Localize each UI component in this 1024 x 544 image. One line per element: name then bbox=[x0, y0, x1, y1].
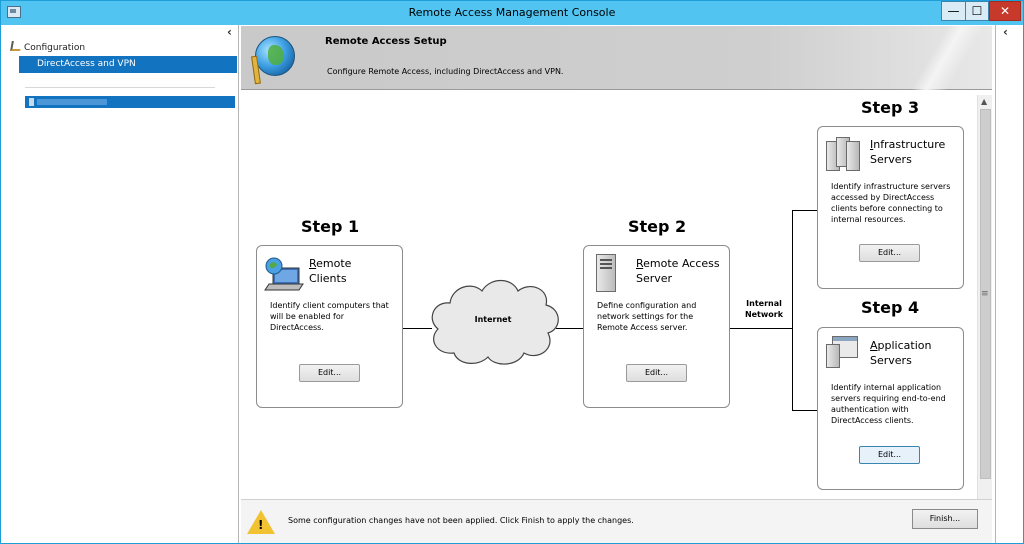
remote-access-server-description: Define configuration and network setting… bbox=[597, 301, 697, 332]
remote-clients-description: Identify client computers that will be e… bbox=[270, 301, 389, 332]
remote-access-server-title-rest: emote Access bbox=[643, 257, 720, 270]
nav-item-server[interactable] bbox=[25, 96, 235, 108]
connector-line bbox=[792, 410, 817, 411]
banner-subtitle: Configure Remote Access, including Direc… bbox=[327, 67, 564, 76]
finish-button[interactable]: Finish... bbox=[912, 509, 978, 529]
infrastructure-servers-card: Infrastructure Servers Identify infrastr… bbox=[817, 126, 964, 289]
edit-application-servers-button[interactable]: Edit... bbox=[859, 446, 920, 464]
application-server-icon bbox=[826, 336, 860, 370]
connector-line bbox=[729, 328, 792, 329]
internet-label: Internet bbox=[474, 315, 512, 324]
vertical-scrollbar[interactable]: ▲ ≡ bbox=[977, 95, 992, 499]
server-small-icon bbox=[29, 98, 34, 106]
nav-section-label: Configuration bbox=[24, 43, 86, 53]
connector-line bbox=[556, 328, 586, 329]
remote-clients-title-line2: Clients bbox=[309, 272, 347, 285]
infrastructure-servers-description: Identify infrastructure servers accessed… bbox=[831, 182, 951, 224]
scrollbar-thumb[interactable] bbox=[980, 109, 991, 479]
edit-infrastructure-servers-button[interactable]: Edit... bbox=[859, 244, 920, 262]
remote-access-server-title: Remote Access Server bbox=[636, 256, 732, 286]
nav-item-directaccess-vpn[interactable]: DirectAccess and VPN bbox=[19, 56, 237, 73]
status-bar: ! Some configuration changes have not be… bbox=[241, 499, 992, 543]
connector-line bbox=[792, 210, 793, 410]
infrastructure-servers-title: Infrastructure Servers bbox=[870, 137, 962, 167]
globe-icon bbox=[255, 36, 295, 76]
application-servers-title-line2: Servers bbox=[870, 354, 912, 367]
close-button[interactable]: ✕ bbox=[989, 1, 1021, 21]
nav-section-configuration[interactable]: Configuration bbox=[10, 41, 86, 53]
remote-clients-title: Remote Clients bbox=[309, 256, 401, 286]
main-pane: Remote Access Setup Configure Remote Acc… bbox=[240, 25, 994, 543]
collapse-nav-button[interactable]: ‹ bbox=[227, 25, 232, 39]
remote-access-server-title-line2: Server bbox=[636, 272, 673, 285]
application-servers-description: Identify internal application servers re… bbox=[831, 383, 946, 425]
connector-line bbox=[402, 328, 432, 329]
redacted-server-name bbox=[37, 99, 107, 105]
scrollbar-grip-icon: ≡ bbox=[981, 289, 989, 299]
servers-icon bbox=[826, 135, 864, 171]
title-bar: Remote Access Management Console — ☐ ✕ bbox=[1, 1, 1023, 25]
setup-diagram: Internet Internal Network Step 1 Remote … bbox=[241, 95, 976, 495]
minimize-button[interactable]: — bbox=[941, 1, 965, 21]
step-4-label: Step 4 bbox=[861, 298, 920, 317]
warning-icon-mark: ! bbox=[258, 518, 264, 532]
remote-access-server-title-first: R bbox=[636, 257, 644, 270]
server-icon bbox=[596, 254, 616, 292]
connector-line bbox=[792, 210, 817, 211]
status-message: Some configuration changes have not been… bbox=[288, 516, 634, 525]
application-servers-title-rest: pplication bbox=[877, 339, 932, 352]
maximize-button[interactable]: ☐ bbox=[965, 1, 989, 21]
internal-network-label-line1: Internal bbox=[746, 299, 782, 308]
edit-remote-access-server-button[interactable]: Edit... bbox=[626, 364, 687, 382]
infrastructure-servers-title-first: I bbox=[870, 138, 874, 151]
remote-clients-card: Remote Clients Identify client computers… bbox=[256, 245, 403, 408]
laptop-network-icon bbox=[264, 257, 304, 291]
internal-network-label: Internal Network bbox=[737, 298, 791, 320]
infrastructure-servers-title-rest: nfrastructure bbox=[873, 138, 946, 151]
warning-icon bbox=[247, 510, 275, 534]
step-3-label: Step 3 bbox=[861, 98, 920, 117]
navigation-pane: ‹ Configuration DirectAccess and VPN bbox=[1, 25, 239, 543]
tools-icon bbox=[10, 41, 22, 51]
banner-title: Remote Access Setup bbox=[325, 36, 447, 47]
edit-remote-clients-button[interactable]: Edit... bbox=[299, 364, 360, 382]
internal-network-label-line2: Network bbox=[744, 310, 784, 319]
console-app-icon[interactable] bbox=[7, 6, 21, 18]
actions-pane: ‹ bbox=[995, 25, 1023, 543]
internet-cloud-icon bbox=[431, 279, 559, 365]
step-2-label: Step 2 bbox=[628, 217, 687, 236]
nav-divider bbox=[25, 87, 215, 88]
application-servers-card: Application Servers Identify internal ap… bbox=[817, 327, 964, 490]
application-servers-title: Application Servers bbox=[870, 338, 962, 368]
collapse-actions-button[interactable]: ‹ bbox=[1003, 25, 1008, 39]
infrastructure-servers-title-line2: Servers bbox=[870, 153, 912, 166]
window-title: Remote Access Management Console bbox=[408, 6, 616, 19]
setup-banner: Remote Access Setup Configure Remote Acc… bbox=[241, 26, 992, 90]
application-servers-title-first: A bbox=[870, 339, 878, 352]
scroll-up-arrow-icon[interactable]: ▲ bbox=[981, 97, 988, 106]
remote-access-server-card: Remote Access Server Define configuratio… bbox=[583, 245, 730, 408]
remote-clients-title-rest: emote bbox=[316, 257, 352, 270]
step-1-label: Step 1 bbox=[301, 217, 360, 236]
banner-decoration bbox=[882, 26, 992, 90]
remote-clients-title-first: R bbox=[309, 257, 317, 270]
